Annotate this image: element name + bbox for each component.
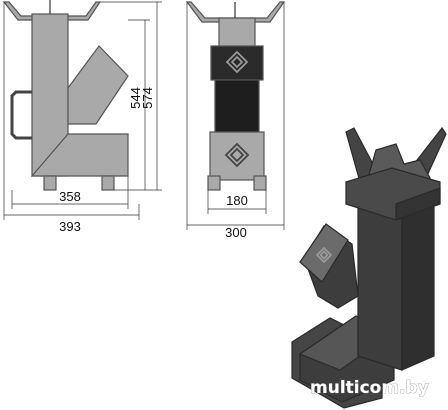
brand-logo-upper <box>225 50 249 74</box>
persp-brand-logo <box>315 246 333 264</box>
dim-358: 358 <box>59 189 81 204</box>
dim-574: 574 <box>140 87 155 109</box>
side-foot-left <box>43 175 57 191</box>
side-view <box>2 0 129 191</box>
side-foot-right <box>101 175 115 191</box>
brand-logo-lower <box>224 142 250 168</box>
front-chimney-top <box>218 17 256 49</box>
front-view <box>185 1 286 191</box>
side-dimension-lines <box>3 1 162 220</box>
front-foot-right <box>253 175 267 191</box>
side-fire-box <box>30 133 129 177</box>
persp-chimney <box>357 195 403 371</box>
front-handle-sleeve <box>214 79 260 133</box>
dim-300: 300 <box>225 225 247 240</box>
front-dimension-lines <box>186 2 285 230</box>
front-foot-left <box>207 175 221 191</box>
front-fire-box <box>209 131 265 181</box>
persp-feed-opening <box>299 223 349 283</box>
watermark: multicom.by <box>310 378 429 398</box>
dim-544: 544 <box>128 87 143 109</box>
perspective-view <box>291 126 447 409</box>
side-handle <box>10 90 32 140</box>
side-feed-tube <box>67 45 129 125</box>
dim-180: 180 <box>226 193 248 208</box>
dim-393: 393 <box>59 219 81 234</box>
